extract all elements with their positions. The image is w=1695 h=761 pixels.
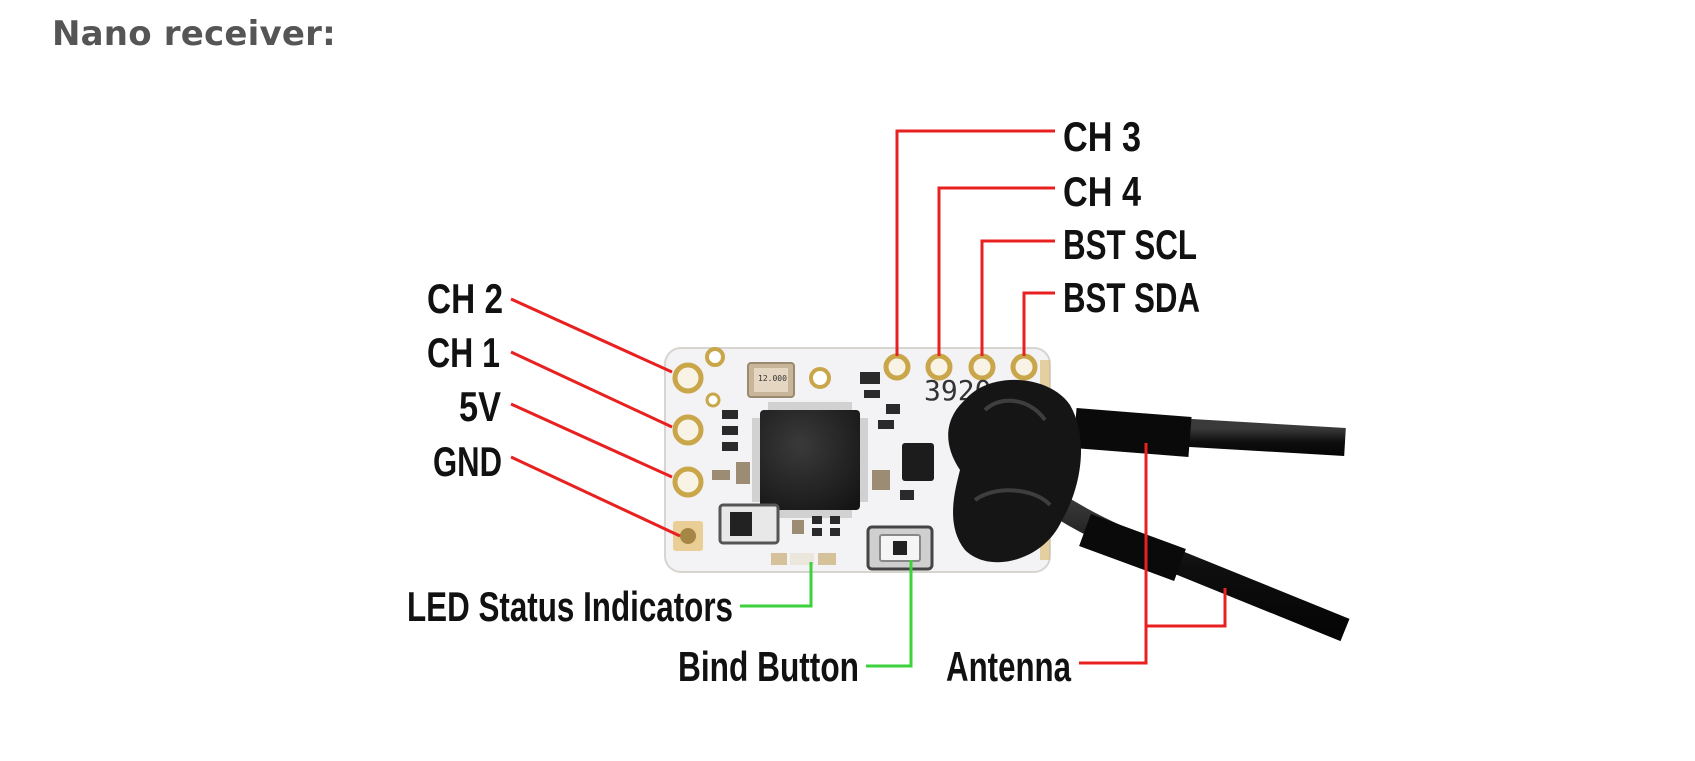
- leader-ch1: [510, 350, 673, 429]
- red-leader-lines: [510, 129, 1227, 665]
- crystal-marking: 12.000: [758, 374, 787, 383]
- diagram-labels: CH 3 CH 4 BST SCL BST SDA CH 2 CH 1 5V G…: [407, 113, 1200, 690]
- leader-bst-sda: [1022, 291, 1055, 356]
- antenna-cables: [948, 379, 1350, 642]
- led-indicators: [771, 553, 836, 565]
- leader-gnd: [510, 455, 681, 538]
- leader-ch2: [510, 297, 673, 374]
- label-ch1: CH 1: [427, 329, 500, 376]
- left-pads: [672, 362, 704, 551]
- leader-ch3: [895, 129, 1055, 356]
- label-antenna: Antenna: [946, 643, 1071, 690]
- green-leader-lines: [740, 560, 913, 668]
- label-5v: 5V: [459, 383, 501, 430]
- leader-bst-scl: [980, 239, 1055, 356]
- leader-led: [740, 562, 813, 608]
- smd-components: [712, 372, 914, 536]
- leader-antenna: [1079, 443, 1148, 665]
- label-led-status: LED Status Indicators: [407, 583, 733, 630]
- crystal: 12.000: [747, 362, 795, 398]
- leader-5v: [510, 402, 673, 479]
- label-bst-sda: BST SDA: [1063, 274, 1200, 321]
- leader-antenna-bracket: [1146, 588, 1227, 628]
- leader-ch4: [937, 186, 1055, 356]
- label-gnd: GND: [433, 438, 502, 485]
- label-ch4: CH 4: [1063, 168, 1142, 215]
- label-ch3: CH 3: [1063, 113, 1141, 160]
- bind-button: [866, 525, 934, 571]
- page-heading: Nano receiver:: [52, 14, 336, 54]
- main-chip: [752, 402, 868, 518]
- label-bind-button: Bind Button: [678, 643, 859, 690]
- label-bst-scl: BST SCL: [1063, 221, 1197, 268]
- label-ch2: CH 2: [427, 275, 503, 322]
- leader-bind: [866, 560, 913, 668]
